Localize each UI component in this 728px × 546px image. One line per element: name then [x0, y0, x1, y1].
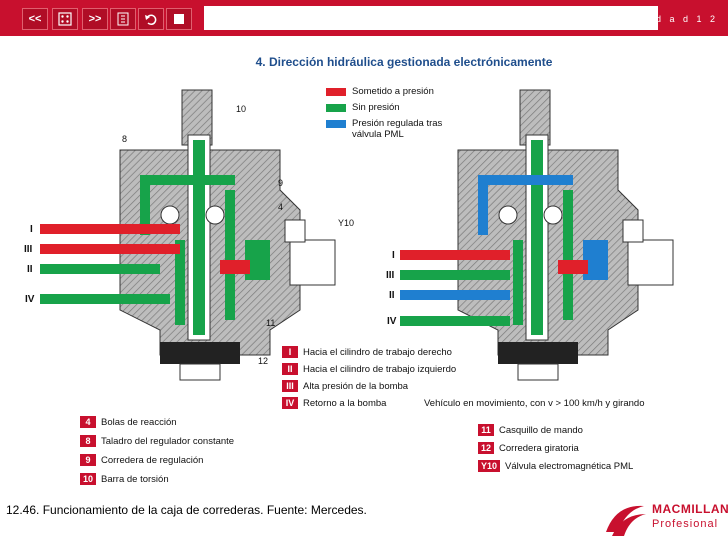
part-text: Corredera giratoria [499, 442, 579, 454]
port-label-ii-left: II [27, 264, 33, 275]
port-label-iii-right: III [386, 270, 395, 281]
logo-sub: Profesional [652, 518, 719, 530]
page-title: 4. Dirección hidráulica gestionada elect… [0, 55, 728, 69]
grid-icon [58, 12, 72, 26]
part-text: Barra de torsión [101, 473, 169, 485]
menu-button[interactable] [110, 8, 136, 30]
port-label-iii-left: III [24, 244, 33, 255]
undo-icon [145, 14, 157, 26]
right-port-lines [400, 250, 510, 326]
part-tag: 8 [80, 435, 96, 447]
back-button[interactable] [138, 8, 164, 30]
figure-caption: 12.46. Funcionamiento de la caja de corr… [6, 503, 367, 517]
part-tag: 10 [80, 473, 97, 485]
logo-name: MACMILLAN [652, 502, 728, 516]
part-tag: 11 [478, 424, 494, 436]
legend-item-no-pressure: Sin presión [326, 102, 400, 113]
part-text: Taladro del regulador constante [101, 435, 235, 447]
left-port-lines [40, 224, 180, 304]
part-9: 9 Corredera de regulación [80, 454, 203, 466]
part-10: 10 Barra de torsión [80, 473, 169, 485]
part-tag: 12 [478, 442, 495, 454]
port-label-i-left: I [30, 224, 33, 235]
callout-12: 12 [258, 356, 269, 366]
prev-button[interactable]: << [22, 8, 48, 30]
legend-swatch-red [326, 88, 346, 96]
legend-swatch-green [326, 104, 346, 112]
line-text: Hacia el cilindro de trabajo derecho [303, 346, 452, 358]
next-button[interactable]: >> [82, 8, 108, 30]
line-desc-ii: II Hacia el cilindro de trabajo izquierd… [282, 363, 456, 375]
part-text: Casquillo de mando [499, 424, 583, 436]
unit-label: u n i d a d 1 2 [618, 14, 718, 24]
legend-item-pressure: Sometido a presión [326, 86, 434, 97]
port-label-i-right: I [392, 250, 395, 261]
part-text: Corredera de regulación [101, 454, 204, 466]
title-text: 4. Dirección hidráulica gestionada elect… [255, 55, 553, 69]
stop-button[interactable] [166, 8, 192, 30]
status-text: Vehículo en movimiento, con v > 100 km/h… [424, 398, 645, 409]
callout-y10: Y10 [338, 218, 355, 228]
part-tag: Y10 [478, 460, 501, 472]
legend-label: Presión regulada tras válvula PML [352, 118, 443, 140]
right-valve [457, 89, 674, 381]
part-tag: 9 [80, 454, 96, 466]
part-text: Bolas de reacción [101, 416, 177, 428]
line-desc-iii: III Alta presión de la bomba [282, 380, 408, 392]
line-text: Alta presión de la bomba [303, 380, 409, 392]
part-12: 12 Corredera giratoria [478, 442, 579, 454]
line-tag: II [282, 363, 298, 375]
line-desc-iv: IV Retorno a la bomba [282, 397, 386, 409]
stop-icon [174, 14, 184, 24]
part-11: 11 Casquillo de mando [478, 424, 583, 436]
callout-9: 9 [278, 178, 284, 188]
line-text: Retorno a la bomba [303, 397, 387, 409]
port-label-iv-right: IV [387, 316, 397, 327]
line-tag: III [282, 380, 298, 392]
toolbar-white-panel [204, 6, 658, 30]
legend-item-regulated: Presión regulada tras válvula PML [326, 118, 456, 140]
line-tag: IV [282, 397, 298, 409]
callout-10: 10 [236, 104, 247, 114]
line-tag: I [282, 346, 298, 358]
valve-diagram [40, 89, 674, 381]
port-label-ii-right: II [389, 290, 395, 301]
index-button[interactable] [52, 8, 78, 30]
part-y10: Y10 Válvula electromagnética PML [478, 460, 633, 472]
part-4: 4 Bolas de reacción [80, 416, 177, 428]
callout-4: 4 [278, 202, 284, 212]
legend-label: Sometido a presión [352, 86, 434, 97]
legend-label: Sin presión [352, 102, 400, 113]
list-icon [117, 12, 129, 26]
port-label-iv-left: IV [25, 294, 35, 305]
part-tag: 4 [80, 416, 96, 428]
callout-11: 11 [266, 318, 276, 328]
macmillan-logo-icon [606, 505, 646, 536]
line-desc-i: I Hacia el cilindro de trabajo derecho [282, 346, 452, 358]
part-text: Válvula electromagnética PML [505, 460, 634, 472]
callout-8: 8 [122, 134, 128, 144]
left-valve [119, 89, 336, 381]
part-8: 8 Taladro del regulador constante [80, 435, 234, 447]
line-text: Hacia el cilindro de trabajo izquierdo [303, 363, 457, 375]
legend-swatch-blue [326, 120, 346, 128]
